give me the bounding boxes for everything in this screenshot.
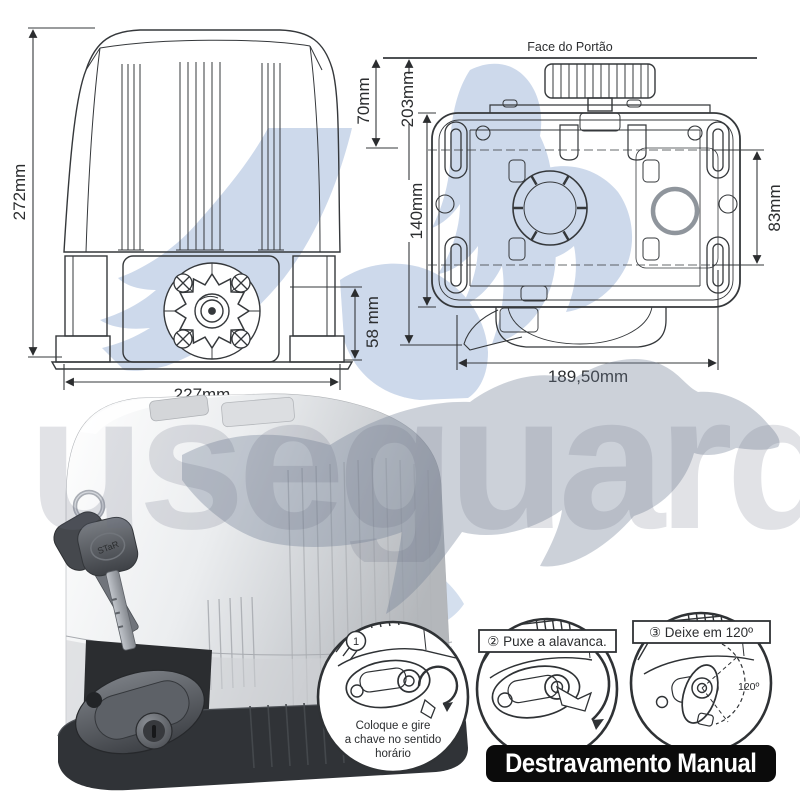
top-view-dimensions <box>366 59 764 370</box>
lock-hole <box>86 692 102 708</box>
front-key: STaR <box>77 516 139 651</box>
gear-offset-label: 70mm <box>354 77 373 124</box>
top-vent-sticker <box>221 396 295 428</box>
top-view-drawing: Face do Portão 70mm 203mm 140mm 83mm 189… <box>354 40 784 386</box>
step1-caption-line1: Coloque e gire <box>356 720 431 732</box>
step1-caption-line2: a chave no sentido <box>345 734 442 746</box>
hole-spacing-label: 83mm <box>765 184 784 231</box>
cover-ribs <box>207 457 434 733</box>
mounting-screws <box>173 273 251 349</box>
keys: STaR <box>53 489 139 651</box>
pull-arrow <box>591 651 611 721</box>
keyhole <box>152 725 156 738</box>
front-view-fins <box>118 62 284 251</box>
front-view-drawing: 272mm 227mm 58 mm <box>10 27 382 404</box>
manual-release-lock <box>75 669 205 755</box>
step3-label: ③ Deixe em 120º <box>649 625 753 640</box>
manual-release-banner: Destravamento Manual <box>486 745 776 782</box>
watermark-brand-text: useguardia <box>28 362 800 562</box>
sprocket <box>122 255 280 363</box>
pinion-height-label: 58 mm <box>363 296 382 348</box>
motor-housing-top <box>463 306 667 351</box>
key-illustration <box>420 698 436 719</box>
base-width-label: 189,50mm <box>548 367 628 386</box>
step3-circle: 120º ③ Deixe em 120º <box>629 611 773 755</box>
base-depth-label: 140mm <box>407 183 426 240</box>
step1-circle: 1 Coloque e gire a chave no sentido horá… <box>316 620 470 774</box>
front-height-label: 272mm <box>10 164 29 221</box>
open-lever-illustration <box>681 664 719 724</box>
top-label-sticker <box>149 394 209 422</box>
total-depth-label: 203mm <box>398 71 417 128</box>
step3-angle: 120º <box>738 681 760 693</box>
clockwise-arrow <box>417 665 459 706</box>
front-view-dimensions <box>28 27 362 390</box>
step2-label: ② Puxe a alavanca. <box>487 634 606 649</box>
shaft-hub <box>512 170 588 246</box>
gate-face-label: Face do Portão <box>527 40 613 54</box>
lever-illustration <box>555 685 593 712</box>
step1-number: 1 <box>353 636 359 648</box>
bird-shape <box>182 358 780 614</box>
step1-caption-line3: horário <box>375 748 411 760</box>
step2-circle: ② Puxe a alavanca. <box>475 617 619 761</box>
banner-title: Destravamento Manual <box>505 748 757 778</box>
shaft-hole <box>650 186 700 236</box>
